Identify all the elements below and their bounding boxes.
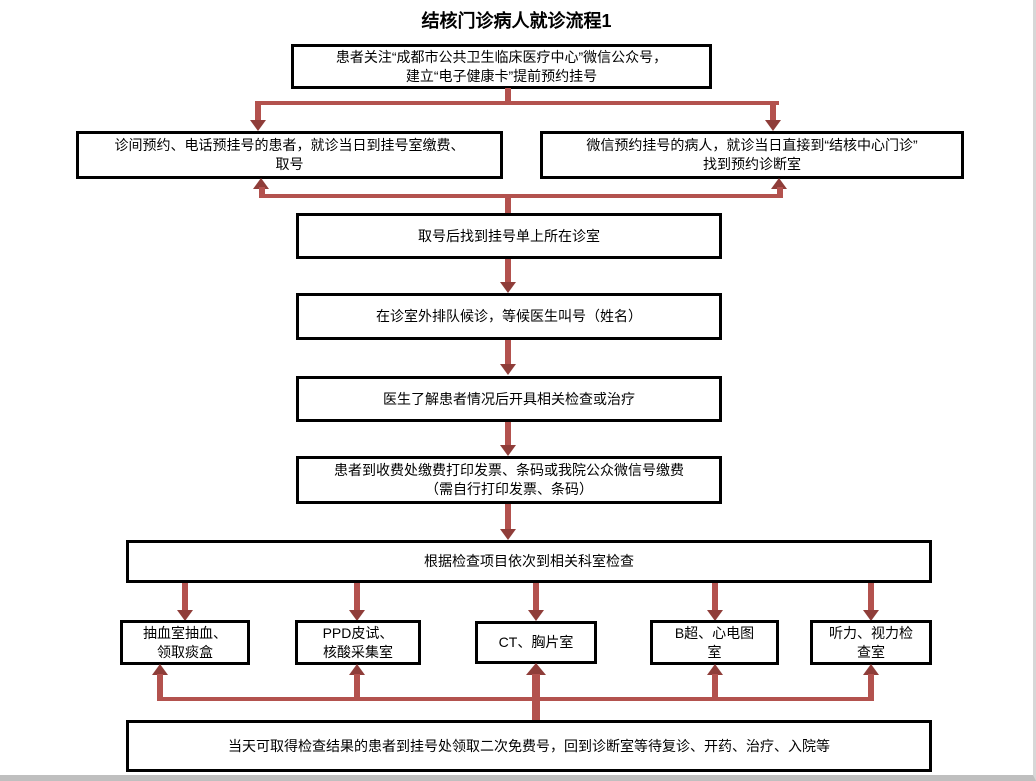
arrow-down-into-wechat-booking xyxy=(765,120,781,131)
flow-box-text: 建立“电子健康卡”提前预约挂号 xyxy=(405,67,598,84)
arrow-down-into-doctor xyxy=(500,364,516,375)
flow-box-text: 室 xyxy=(707,643,722,660)
flow-box-dept-ppd: PPD皮试、 核酸采集室 xyxy=(295,620,421,665)
connector-find-room-to-queue xyxy=(505,259,511,283)
connector-merge-line xyxy=(259,194,783,198)
connector-drop-dept-ppd xyxy=(354,583,360,611)
flow-box-text: 取号后找到挂号单上所在诊室 xyxy=(418,227,600,244)
arrow-up-into-dept-ultrasound xyxy=(707,664,723,675)
connector-up-stem-ultrasound xyxy=(712,674,718,699)
arrow-up-into-phone-booking xyxy=(253,178,269,189)
connector-bottom-merge-line xyxy=(157,697,874,701)
flow-box-text: 找到预约诊断室 xyxy=(703,156,801,172)
flow-box-text: B超、心电图 xyxy=(674,624,755,641)
connector-stem-top xyxy=(505,88,511,104)
flow-box-text: 取号 xyxy=(275,156,304,172)
arrow-up-into-dept-ct xyxy=(526,663,546,675)
arrow-down-into-dept-hearing xyxy=(863,610,879,621)
flow-box-text: 根据检查项目依次到相关科室检查 xyxy=(424,553,634,569)
flow-box-dept-ultrasound: B超、心电图 室 xyxy=(650,620,779,665)
arrow-up-into-dept-blood xyxy=(152,664,168,675)
flow-box-exam-dispatch: 根据检查项目依次到相关科室检查 xyxy=(126,540,932,583)
connector-drop-dept-blood xyxy=(182,583,188,611)
flow-box-queue: 在诊室外排队候诊，等候医生叫号（姓名） xyxy=(296,293,722,340)
arrow-down-into-exams xyxy=(500,529,516,540)
flow-box-text: 患者关注“成都市公共卫生临床医疗中心”微信公众号， xyxy=(335,48,668,65)
connector-up-stem-blood xyxy=(157,674,163,699)
connector-drop-dept-ct xyxy=(533,583,539,611)
connector-merge-left-stem xyxy=(259,187,265,198)
connector-up-stem-hearing xyxy=(868,674,874,699)
flow-box-payment: 患者到收费处缴费打印发票、条码或我院公众微信号缴费 （需自行打印发票、条码） xyxy=(296,456,722,504)
flow-box-text: 查室 xyxy=(857,643,885,660)
arrow-down-into-dept-ultrasound xyxy=(707,610,723,621)
flow-box-dept-blood: 抽血室抽血、 领取痰盒 xyxy=(120,620,250,665)
flow-box-doctor: 医生了解患者情况后开具相关检查或治疗 xyxy=(296,376,722,422)
flow-box-text: 患者到收费处缴费打印发票、条码或我院公众微信号缴费 xyxy=(334,462,684,478)
arrow-down-into-dept-blood xyxy=(177,610,193,621)
flow-box-text: 听力、视力检 xyxy=(829,624,913,641)
connector-thick-stem-result-to-ct xyxy=(532,674,540,720)
connector-drop-dept-hearing xyxy=(868,583,874,611)
arrow-down-into-phone-booking xyxy=(250,120,266,131)
flow-box-phone-booking: 诊间预约、电话预挂号的患者，就诊当日到挂号室缴费、 取号 xyxy=(76,131,503,179)
arrow-up-into-dept-hearing xyxy=(863,664,879,675)
connector-merge-right-stem xyxy=(777,187,783,198)
flow-box-text: CT、胸片室 xyxy=(498,634,574,650)
connector-drop-right xyxy=(770,101,776,121)
flow-box-wechat-booking: 微信预约挂号的病人，就诊当日直接到“结核中心门诊” 找到预约诊断室 xyxy=(540,131,964,179)
arrow-up-into-dept-ppd xyxy=(349,664,365,675)
flow-box-wechat-register: 患者关注“成都市公共卫生临床医疗中心”微信公众号， 建立“电子健康卡”提前预约挂… xyxy=(291,44,712,89)
flow-box-text: 领取痰盒 xyxy=(157,643,213,660)
arrow-down-into-dept-ct xyxy=(528,610,544,621)
connector-up-stem-ppd xyxy=(354,674,360,699)
connector-stem-to-find-room xyxy=(505,196,511,213)
flow-box-text: 医生了解患者情况后开具相关检查或治疗 xyxy=(383,390,635,407)
flow-box-result-return: 当天可取得检查结果的患者到挂号处领取二次免费号，回到诊断室等待复诊、开药、治疗、… xyxy=(126,720,932,772)
flow-box-text: 在诊室外排队候诊，等候医生叫号（姓名） xyxy=(376,308,642,324)
page-title: 结核门诊病人就诊流程1 xyxy=(421,11,612,31)
connector-doctor-to-payment xyxy=(505,422,511,446)
flow-box-find-room: 取号后找到挂号单上所在诊室 xyxy=(296,213,722,259)
connector-payment-to-exams xyxy=(505,504,511,530)
connector-drop-left xyxy=(255,101,261,121)
arrow-down-into-dept-ppd xyxy=(349,610,365,621)
flow-box-text: 当天可取得检查结果的患者到挂号处领取二次免费号，回到诊断室等待复诊、开药、治疗、… xyxy=(228,737,830,754)
flow-box-dept-ct: CT、胸片室 xyxy=(475,621,597,664)
flow-box-text: 微信预约挂号的病人，就诊当日直接到“结核中心门诊” xyxy=(586,137,918,153)
connector-branch-line-top xyxy=(255,101,779,105)
flow-box-text: PPD皮试、 xyxy=(322,624,394,641)
flow-box-text: （需自行打印发票、条码） xyxy=(425,481,593,497)
arrow-down-into-queue xyxy=(500,282,516,293)
flow-box-text: 核酸采集室 xyxy=(323,643,393,660)
arrow-down-into-payment xyxy=(500,445,516,456)
flow-box-text: 抽血室抽血、 xyxy=(143,624,227,641)
flow-box-dept-hearing: 听力、视力检 查室 xyxy=(810,620,932,665)
arrow-up-into-wechat-booking xyxy=(771,178,787,189)
connector-drop-dept-ultrasound xyxy=(712,583,718,611)
connector-queue-to-doctor xyxy=(505,340,511,365)
flow-box-text: 诊间预约、电话预挂号的患者，就诊当日到挂号室缴费、 xyxy=(114,137,465,153)
